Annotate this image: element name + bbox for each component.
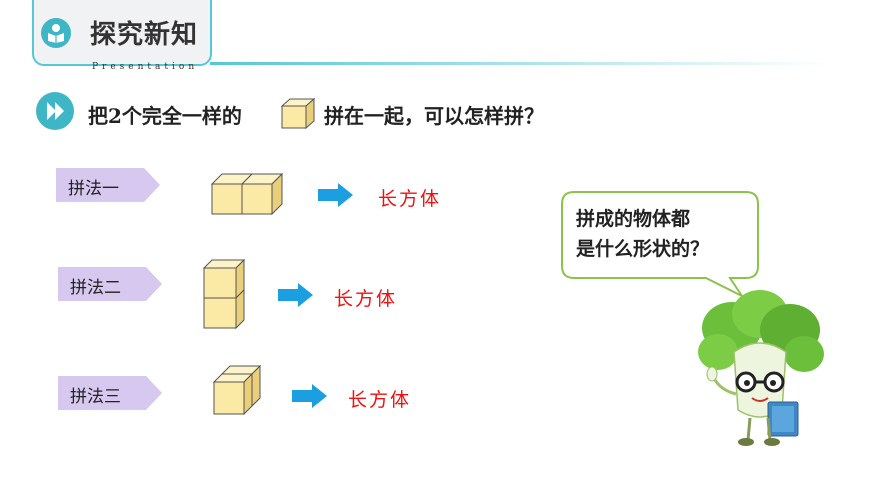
- header-divider: [210, 62, 830, 65]
- page-title: 探究新知: [90, 20, 199, 50]
- method-result-3: 长方体: [348, 389, 412, 411]
- single-cube-icon: [280, 96, 316, 134]
- speech-bubble: [560, 190, 760, 304]
- method-label-1: 拼法一: [68, 179, 119, 199]
- right-arrow-icon: [292, 384, 328, 412]
- speech-line-1: 拼成的物体都: [576, 208, 691, 230]
- method-result-2: 长方体: [334, 288, 398, 310]
- right-arrow-icon: [278, 283, 314, 311]
- play-arrows-icon: [36, 92, 74, 130]
- speech-bubble-text: 拼成的物体都 是什么形状的？: [576, 204, 736, 264]
- method-label-3: 拼法三: [70, 387, 121, 407]
- method-tag-2: 拼法二: [58, 267, 162, 301]
- method-label-2: 拼法二: [70, 278, 121, 298]
- method-result-1: 长方体: [378, 188, 442, 210]
- method-tag-1: 拼法一: [56, 168, 160, 202]
- cubes-depth: [212, 364, 266, 420]
- cabbage-mascot: [690, 290, 830, 464]
- page-subtitle: Presentation: [92, 62, 199, 72]
- cubes-horizontal: [210, 172, 284, 220]
- right-arrow-icon: [318, 183, 354, 211]
- question-text-2: 拼在一起，可以怎样拼？: [324, 104, 544, 128]
- cubes-vertical: [202, 258, 248, 334]
- question-text-1: 把2个完全一样的: [88, 104, 242, 128]
- book-reader-icon: [41, 18, 71, 48]
- method-tag-3: 拼法三: [58, 376, 162, 410]
- speech-line-2: 是什么形状的？: [576, 238, 710, 260]
